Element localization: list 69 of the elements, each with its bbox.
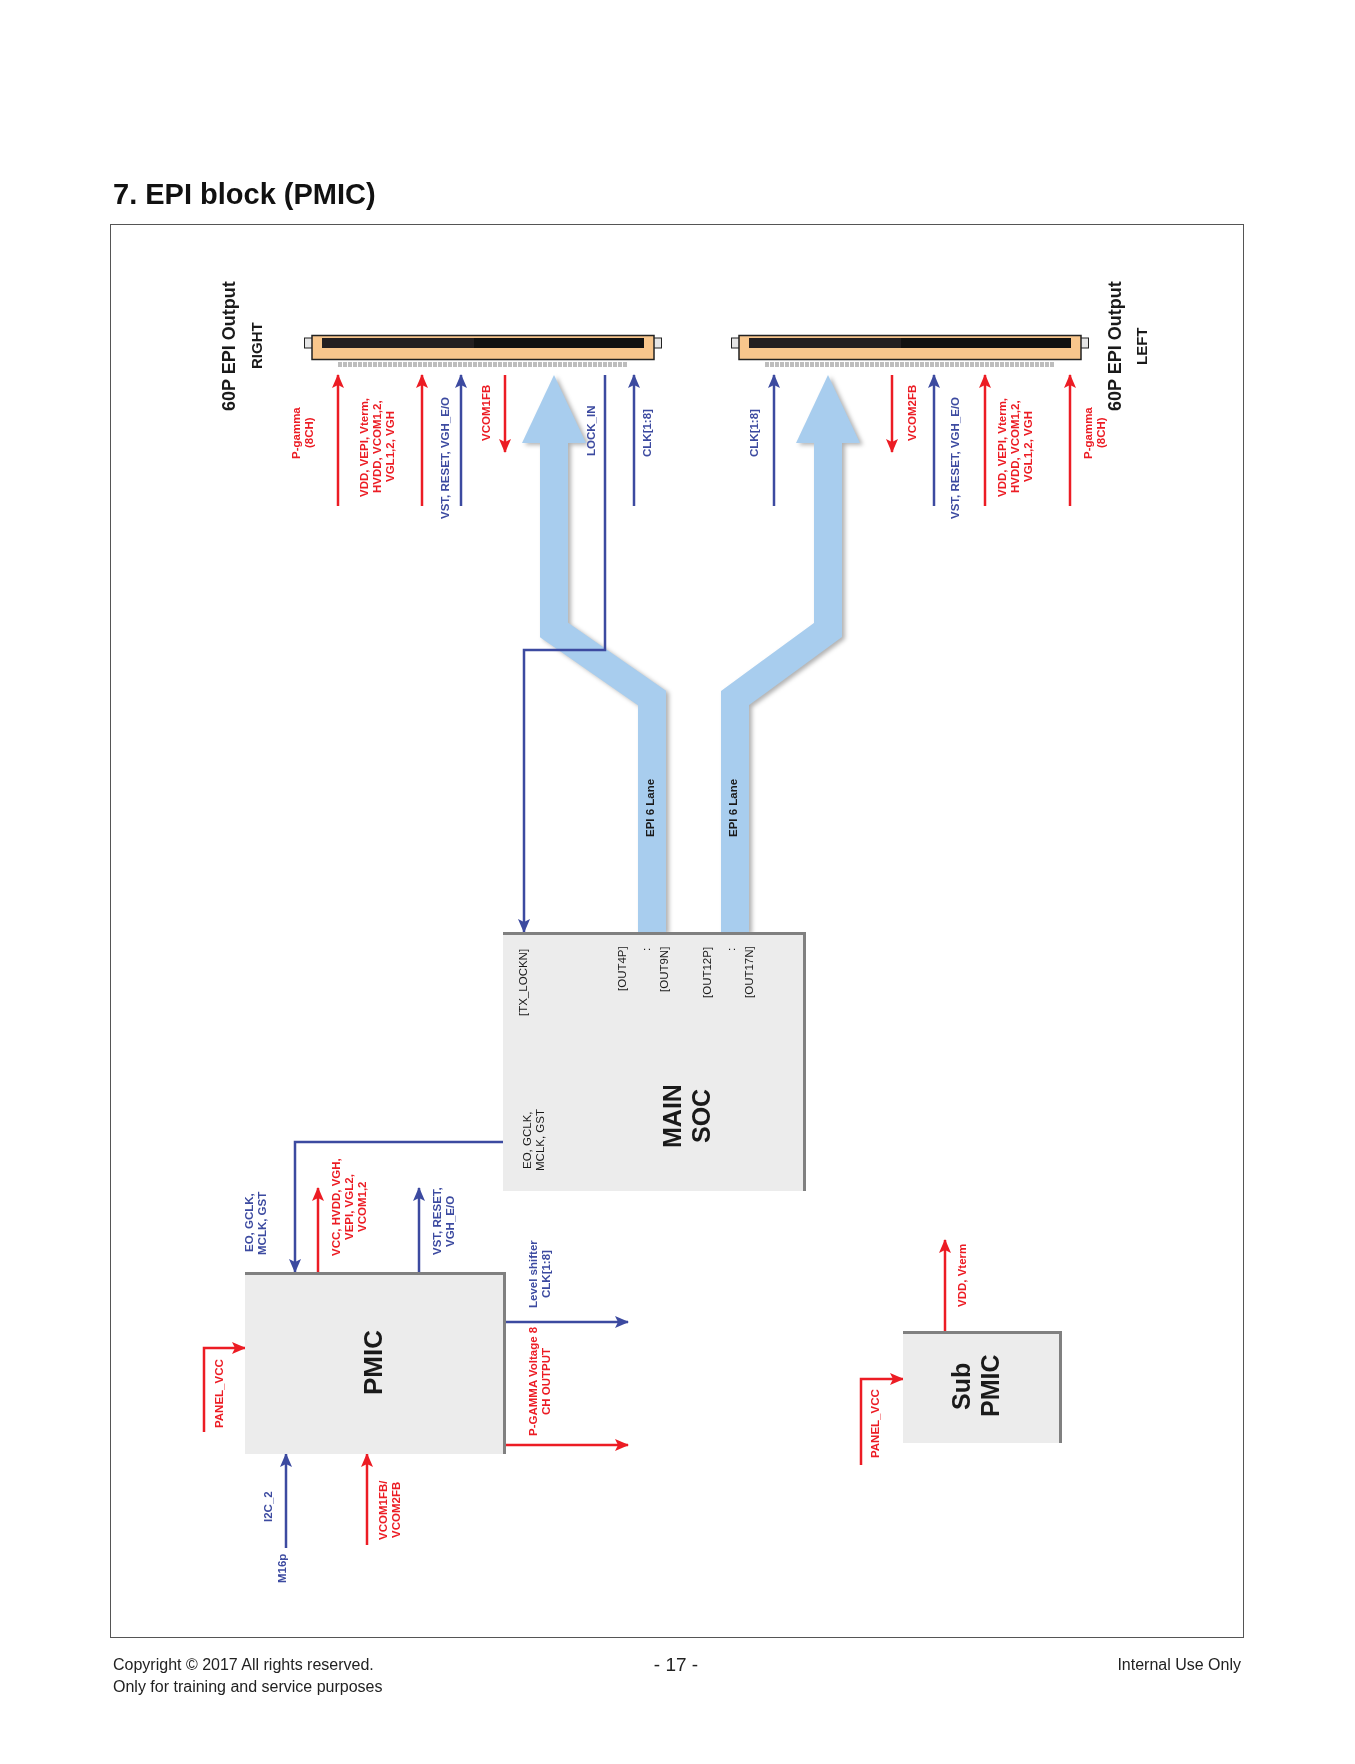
pin-label: [OUT12P]	[701, 945, 714, 1000]
arrow	[416, 374, 428, 506]
arrow	[886, 375, 898, 453]
signal-label: PANEL_VCC	[869, 1388, 882, 1461]
bus-arrow	[522, 375, 666, 932]
signal-label: I2C_2	[262, 1490, 275, 1525]
pin-label: [OUT4P]	[616, 945, 629, 994]
arrow	[280, 1453, 292, 1548]
signal-label: P-GAMMA Voltage 8 CH OUTPUT	[527, 1325, 554, 1438]
signal-label: VCOM1FB/ VCOM2FB	[377, 1479, 404, 1542]
arrow	[979, 374, 991, 506]
pin-label: [TX_LOCKN]	[517, 947, 530, 1018]
pin-label: :	[640, 946, 653, 953]
signal-label: P-gamma (8CH)	[290, 406, 317, 461]
page-title: 7. EPI block (PMIC)	[113, 178, 376, 211]
signal-label: VCC, HVDD, VGH, VEPI, VGL2, VCOM1,2	[330, 1157, 370, 1258]
footer-text: Only for training and service purposes	[113, 1678, 384, 1696]
arrow	[289, 1140, 503, 1273]
signal-label: VST, RESET, VGH_E/O	[439, 395, 452, 522]
connector-title: 60P EPI Output	[1105, 280, 1126, 413]
footer-text: Internal Use Only	[1116, 1656, 1241, 1674]
chip-box	[245, 1272, 506, 1454]
chip-label: MAIN SOC	[658, 1083, 716, 1150]
arrow	[518, 375, 607, 933]
arrow	[202, 1342, 246, 1432]
arrow	[455, 374, 467, 506]
signal-label: CLK[1:8]	[748, 408, 761, 459]
page-number: - 17 -	[652, 1654, 700, 1676]
pin-label: [OUT17N]	[743, 945, 756, 1000]
arrow	[628, 374, 640, 506]
arrow	[499, 375, 511, 453]
signal-label: EPI 6 Lane	[727, 777, 740, 840]
arrow	[413, 1187, 425, 1272]
signal-label: EO, GCLK, MCLK, GST	[243, 1190, 270, 1257]
connector-subtitle: LEFT	[1133, 326, 1151, 367]
signal-label: VDD, VEPI, Vterm, HVDD, VCOM1,2, VGL1,2, VGH	[358, 396, 398, 499]
arrow	[312, 1187, 324, 1272]
signal-label: VCOM2FB	[906, 383, 919, 444]
pin-label: [OUT9N]	[658, 945, 671, 994]
connector-title: 60P EPI Output	[219, 280, 240, 413]
arrow	[939, 1239, 951, 1331]
bus-arrow	[721, 375, 860, 932]
pin-label: :	[725, 946, 738, 953]
arrow	[1064, 374, 1076, 506]
signal-label: VST, RESET, VGH_E/O	[431, 1186, 458, 1257]
signal-label: VCOM1FB	[480, 383, 493, 444]
arrow	[361, 1453, 373, 1545]
signal-label: VST, RESET, VGH_E/O	[949, 395, 962, 522]
signal-label: PANEL_VCC	[213, 1358, 226, 1431]
arrow	[506, 1439, 629, 1451]
signal-label: Level shifter CLK[1:8]	[527, 1239, 554, 1310]
signal-label: VDD, VEPI, Vterm, HVDD, VCOM1,2, VGL1,2, VGH	[996, 396, 1036, 499]
arrow	[332, 374, 344, 506]
pin-label: EO, GCLK, MCLK, GST	[521, 1108, 548, 1173]
signal-label: EPI 6 Lane	[644, 777, 657, 840]
chip-label: Sub PMIC	[947, 1353, 1005, 1420]
arrow	[768, 374, 780, 506]
signal-label: CLK[1:8]	[641, 408, 654, 459]
chip-label: PMIC	[359, 1329, 389, 1398]
signal-label: VDD, Vterm	[956, 1242, 969, 1309]
footer-text: Copyright © 2017 All rights reserved.	[113, 1656, 375, 1674]
chip-box	[503, 932, 806, 1191]
arrow	[928, 374, 940, 506]
signal-label: LOCK_IN	[585, 404, 598, 459]
pin-label: M16p	[276, 1548, 296, 1588]
arrow	[859, 1373, 904, 1465]
arrow	[506, 1316, 629, 1328]
chip-box	[903, 1331, 1062, 1443]
connector-subtitle: RIGHT	[248, 321, 266, 371]
